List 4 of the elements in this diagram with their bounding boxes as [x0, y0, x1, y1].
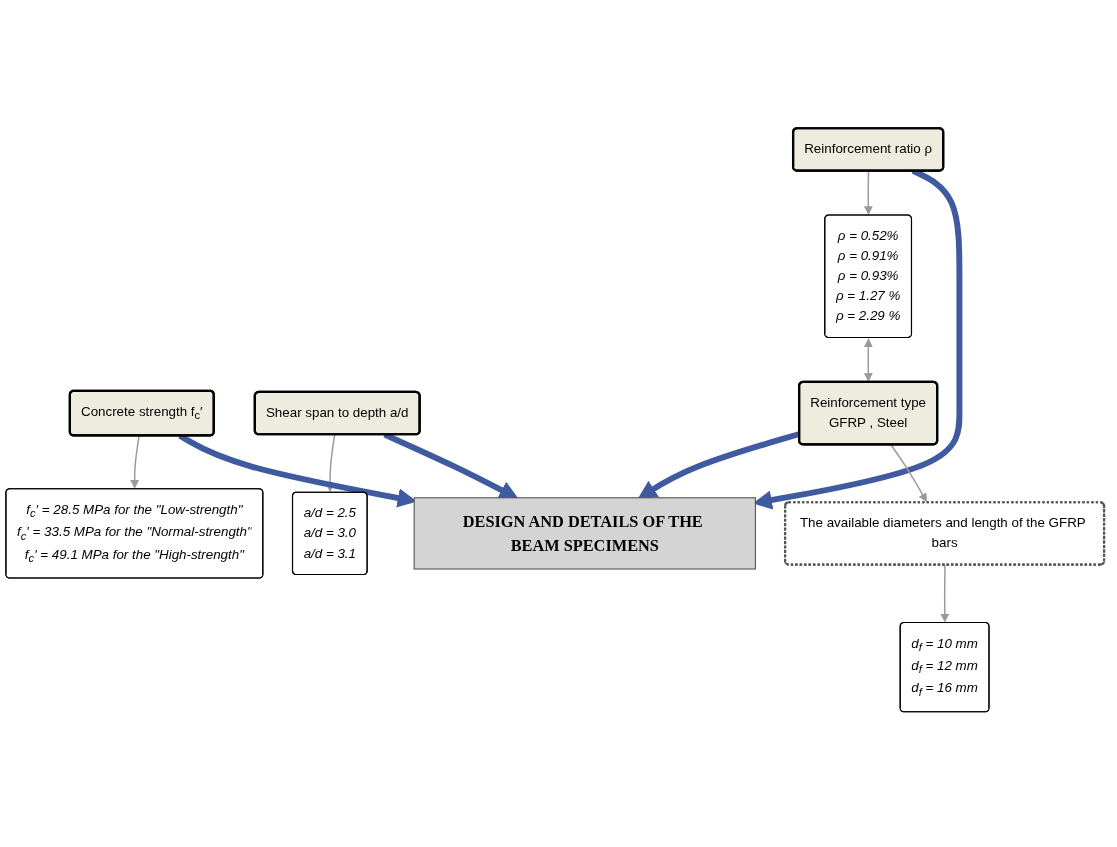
arrow	[940, 564, 950, 623]
arrow	[863, 170, 873, 216]
node-box: DESIGN AND DETAILS OF THE BEAM SPECIMENS	[413, 497, 756, 570]
arrow	[130, 435, 140, 489]
